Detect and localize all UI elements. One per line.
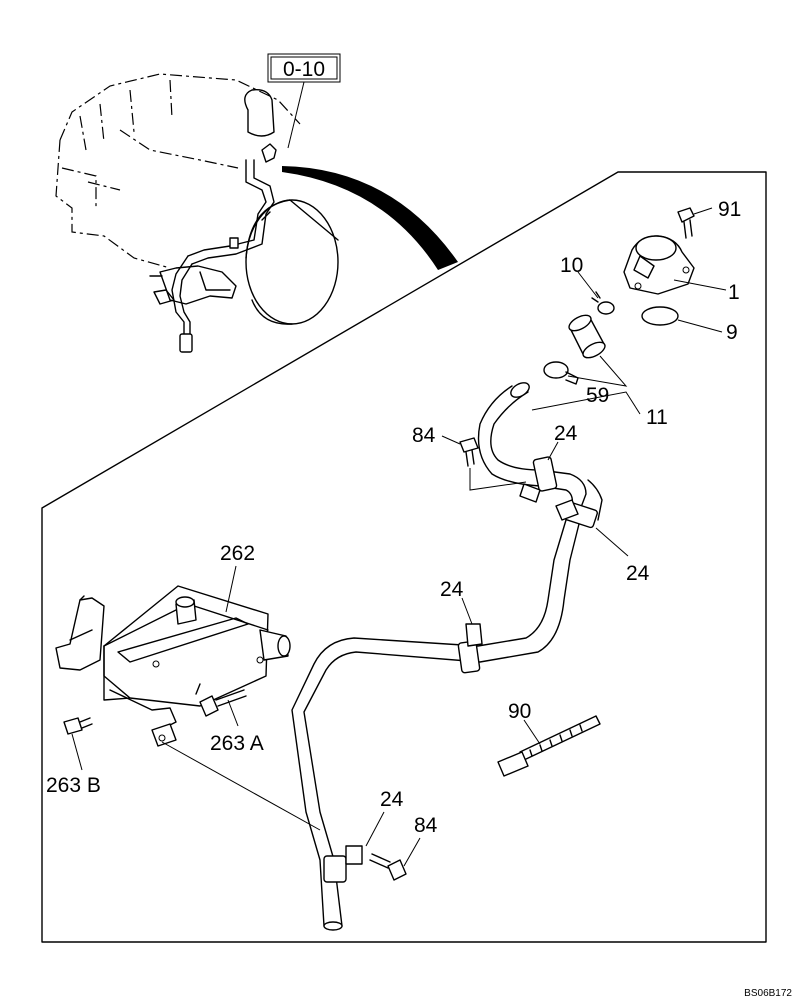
callout-263b: 263 B [46, 774, 101, 797]
reference-box-label: 0-10 [283, 58, 325, 81]
clip-24-middle [457, 623, 483, 674]
hose-clamp-10 [591, 291, 615, 315]
callout-263a: 263 A [210, 732, 264, 755]
callout-24-upper: 24 [554, 422, 578, 445]
bolt-84-bottom [369, 853, 407, 881]
engine-overview [55, 73, 339, 353]
bolt-263a [199, 689, 247, 717]
cable-tie-90 [497, 715, 601, 777]
bolt-84-top [459, 437, 479, 467]
callout-1: 1 [728, 281, 740, 304]
hose-clamp-59 [543, 361, 579, 385]
breather-hose [291, 382, 603, 931]
detail-frame [41, 171, 767, 943]
hose-adapter [568, 314, 606, 359]
callout-24-lower: 24 [380, 788, 404, 811]
callout-262: 262 [220, 542, 255, 565]
clip-24-right [555, 499, 598, 529]
clip-24-lower [323, 845, 363, 883]
engine-pulley [245, 199, 339, 325]
callout-24-right: 24 [626, 562, 650, 585]
drawing-code: BS06B172 [744, 988, 792, 999]
callout-84-top: 84 [412, 424, 436, 447]
callout-11: 11 [646, 406, 668, 429]
breather-cap [623, 235, 695, 295]
callout-90: 90 [508, 700, 531, 723]
o-ring [641, 306, 679, 326]
callout-24-middle: 24 [440, 578, 464, 601]
bracket-262 [55, 585, 291, 747]
callout-59: 59 [586, 384, 609, 407]
callout-10: 10 [560, 254, 583, 277]
callout-84-bottom: 84 [414, 814, 438, 837]
detail-arrow [282, 166, 458, 270]
bolt-263b [63, 717, 93, 735]
callout-9: 9 [726, 321, 738, 344]
clip-24-upper [519, 456, 558, 503]
bolt-91 [677, 207, 695, 239]
callout-91: 91 [718, 198, 741, 221]
